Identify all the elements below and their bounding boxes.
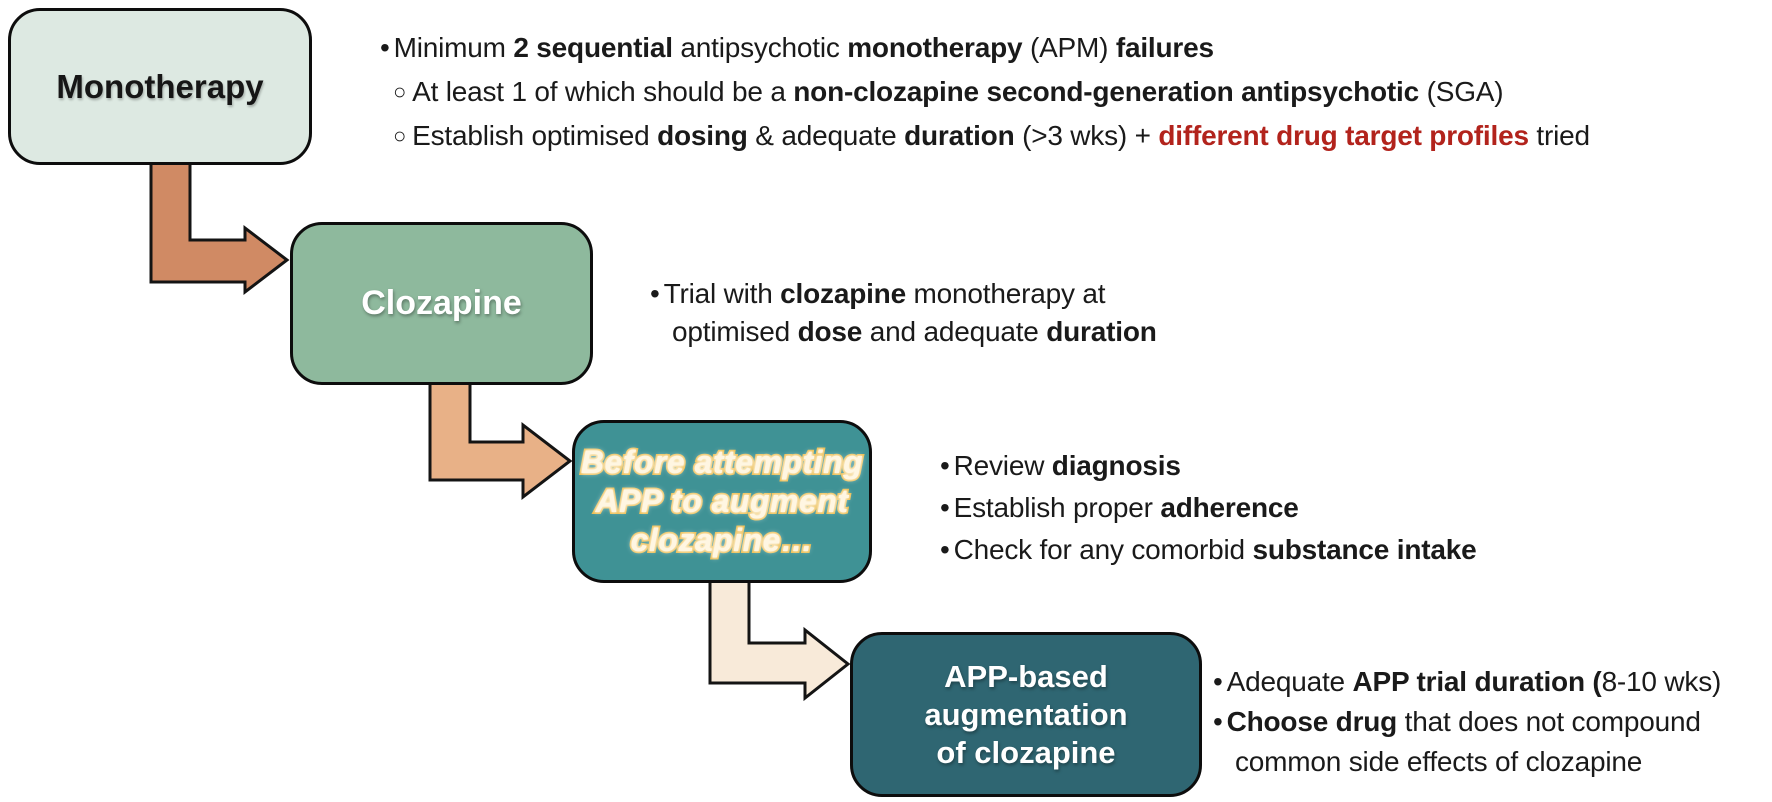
bullet-line: •Trial with clozapine monotherapy at [650,275,1157,313]
text-segment: Adequate [1226,666,1353,697]
text-segment: APP trial duration ( [1352,666,1602,697]
text-segment: At least 1 of which should be a [412,76,794,107]
text-segment: Review [953,450,1052,481]
step-box-app-based-augmentation: APP-based augmentation of clozapine [850,632,1202,797]
text-segment: & adequate [747,120,905,151]
text-segment: antipsychotic [672,32,848,63]
bullet-marker: • [1213,706,1223,737]
bullet-line: •Adequate APP trial duration (8-10 wks) [1213,662,1721,702]
bullet-block-clozapine-trial: •Trial with clozapine monotherapy at opt… [650,275,1157,351]
text-segment: tried [1528,120,1590,151]
text-segment: substance intake [1252,534,1477,565]
text-segment: Choose drug [1226,706,1398,737]
bullet-block-pre-app-checks: •Review diagnosis •Establish proper adhe… [940,445,1477,571]
bullet-line: •Choose drug that does not compound [1213,702,1721,742]
bullet-block-app-augmentation-advice: •Adequate APP trial duration (8-10 wks) … [1213,662,1721,782]
step-label-line: APP to augment [594,481,850,521]
step-box-before-attempting-app: Before attempting APP to augment clozapi… [572,420,872,583]
text-segment: common side effects of clozapine [1235,746,1643,777]
text-segment: monotherapy [847,32,1023,63]
text-segment: Check for any comorbid [953,534,1253,565]
step-label-line: of clozapine [936,734,1116,770]
step-box-clozapine: Clozapine [290,222,593,385]
text-segment: monotherapy at [905,278,1106,309]
bullet-line: •Minimum 2 sequential antipsychotic mono… [380,26,1590,70]
text-segment: failures [1115,32,1214,63]
text-segment: Trial with [663,278,781,309]
text-segment: diagnosis [1051,450,1181,481]
text-segment: dosing [657,120,748,151]
bullet-marker: ○ [393,79,407,104]
text-segment: duration [1046,316,1157,347]
bullet-marker: • [380,32,390,63]
text-segment: Establish proper [953,492,1161,523]
bullet-marker: ○ [393,123,407,148]
step-label-line: clozapine… [629,520,815,560]
bullet-line: •Check for any comorbid substance intake [940,529,1477,571]
step-label-line: augmentation [924,696,1128,732]
text-segment: dose [797,316,863,347]
text-segment: (APM) [1022,32,1116,63]
text-segment: and adequate [862,316,1047,347]
bullet-line: ○Establish optimised dosing & adequate d… [380,114,1590,158]
step-box-monotherapy: Monotherapy [8,8,312,165]
bullet-marker: • [940,492,950,523]
step-label-clozapine: Clozapine [361,284,522,322]
bullet-line: common side effects of clozapine [1213,742,1721,782]
text-segment: adherence [1160,492,1299,523]
step-label-line: Before attempting [579,442,865,482]
bullet-line: optimised dose and adequate duration [650,313,1157,351]
text-segment: clozapine [780,278,906,309]
bullet-line: ○At least 1 of which should be a non-clo… [380,70,1590,114]
bullet-marker: • [940,534,950,565]
text-segment: 8-10 wks) [1601,666,1722,697]
elbow-arrow-monotherapy-to-clozapine-icon [149,160,290,296]
text-segment: that does not compound [1397,706,1701,737]
text-segment: different drug target profiles [1158,120,1529,151]
elbow-arrow-clozapine-to-checks-icon [428,381,573,501]
bullet-marker: • [650,278,660,309]
text-segment: Minimum [393,32,514,63]
elbow-arrow-checks-to-augmentation-icon [708,579,851,702]
text-segment: (SGA) [1419,76,1504,107]
text-segment: Establish optimised [412,120,658,151]
text-segment: (>3 wks) + [1014,120,1159,151]
bullet-block-monotherapy-criteria: •Minimum 2 sequential antipsychotic mono… [380,26,1590,158]
bullet-line: •Establish proper adherence [940,487,1476,529]
step-label-line: APP-based [944,658,1108,694]
bullet-marker: • [940,450,950,481]
step-label-monotherapy: Monotherapy [56,67,264,105]
text-segment: 2 sequential [513,32,673,63]
text-segment: duration [904,120,1015,151]
bullet-line: •Review diagnosis [940,445,1476,487]
bullet-marker: • [1213,666,1223,697]
text-segment: non-clozapine second-generation antipsyc… [793,76,1420,107]
text-segment: optimised [672,316,798,347]
